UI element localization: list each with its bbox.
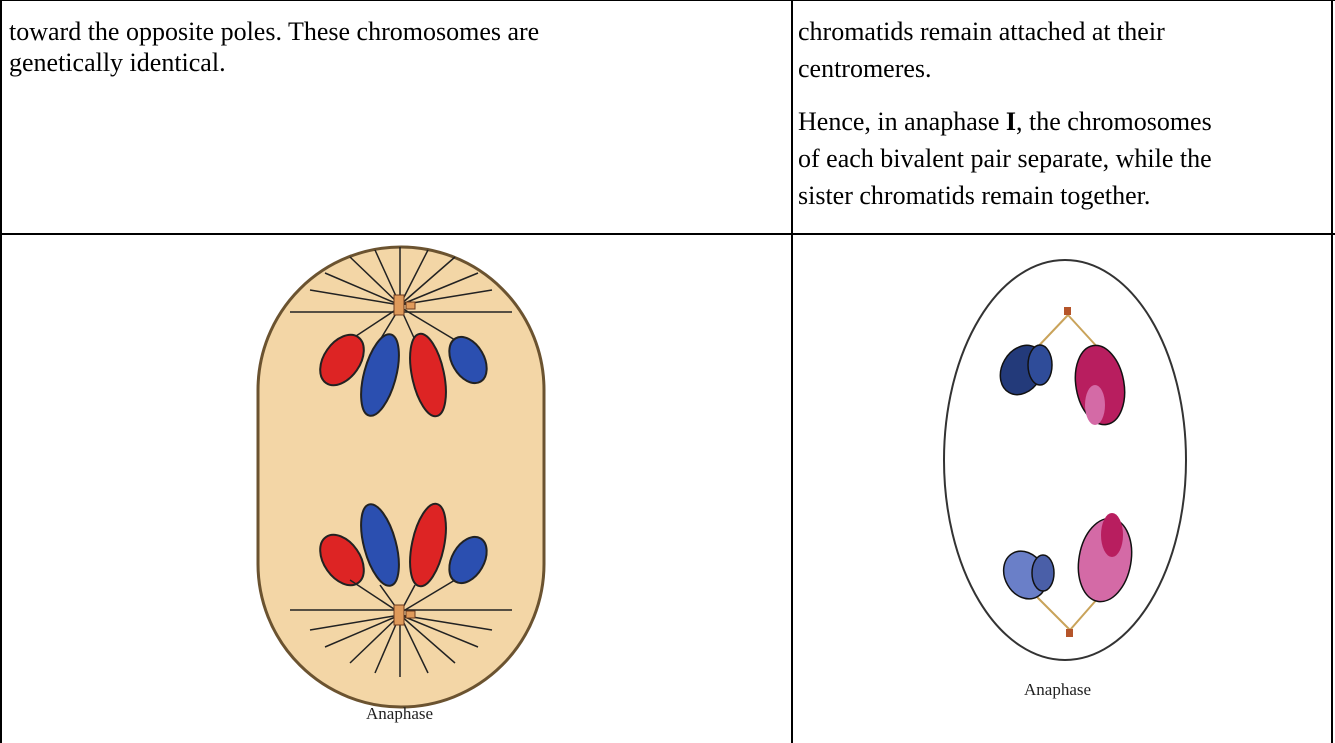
table-right-border [1331, 0, 1333, 743]
left-text-line-2: genetically identical. [9, 47, 226, 78]
table-column-divider [791, 0, 793, 743]
top-chromosome-navy-2 [1028, 345, 1052, 385]
right-figure-caption: Anaphase [1024, 680, 1091, 700]
right-text-line-2: centromeres. [798, 53, 932, 84]
bottom-centrosome [394, 605, 404, 625]
bottom-centriole [1066, 629, 1073, 637]
para2-prefix: Hence, in anaphase [798, 107, 1006, 136]
para2-bold-roman-numeral: I [1006, 107, 1016, 136]
meiosis-anaphase-figure [940, 255, 1200, 665]
top-centrosome-2 [406, 302, 415, 309]
table-left-border [0, 0, 2, 743]
right-text-line-1: chromatids remain attached at their [798, 16, 1165, 47]
right-text-para2-line-1: Hence, in anaphase I, the chromosomes [798, 106, 1212, 137]
left-text-line-1: toward the opposite poles. These chromos… [9, 16, 539, 47]
bottom-centrosome-2 [406, 611, 415, 618]
bottom-chromosome-light-blue-2 [1032, 555, 1054, 591]
table-top-border [0, 0, 1335, 1]
bottom-chromosome-magenta-band [1101, 513, 1123, 557]
top-centriole [1064, 307, 1071, 315]
para2-suffix: , the chromosomes [1016, 107, 1212, 136]
top-chromosome-pink-highlight [1085, 385, 1105, 425]
table-row-divider [0, 233, 1335, 235]
mitosis-anaphase-figure [250, 245, 550, 715]
cell-outline [944, 260, 1186, 660]
right-text-para2-line-3: sister chromatids remain together. [798, 180, 1150, 211]
top-centrosome [394, 295, 404, 315]
left-figure-caption: Anaphase [366, 704, 433, 724]
right-text-para2-line-2: of each bivalent pair separate, while th… [798, 143, 1212, 174]
cell-body [258, 247, 544, 707]
